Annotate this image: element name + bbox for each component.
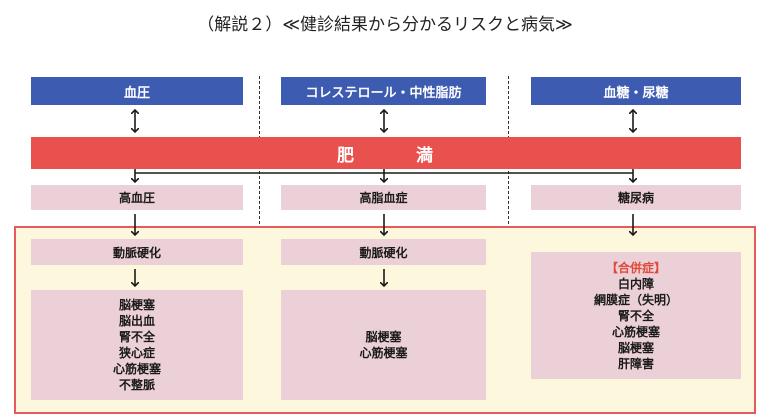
complications-header: 【合併症】 [605, 260, 666, 275]
outcomes-box-left: 脳梗塞 脳出血 腎不全 狭心症 心筋梗塞 不整脈 [31, 290, 243, 400]
blood-pressure-box: 血圧 [31, 77, 243, 105]
blood-sugar-box: 血糖・尿糖 [531, 77, 741, 105]
outcome-item: 心筋梗塞 [611, 324, 660, 339]
outcome-item: 脳梗塞 [118, 298, 155, 312]
obesity-char-1: 肥 [337, 145, 356, 166]
hypertension-box: 高血圧 [31, 185, 243, 210]
arteriosclerosis-box-middle: 動脈硬化 [281, 239, 486, 265]
outcome-item: 心筋梗塞 [359, 346, 408, 360]
complications-box-right: 【合併症】 白内障 網膜症（失明） 腎不全 心筋梗塞 脳梗塞 肝障害 [531, 252, 741, 379]
cholesterol-box: コレステロール・中性脂肪 [281, 77, 486, 105]
outcomes-box-middle: 脳梗塞 心筋梗塞 [281, 290, 486, 400]
page-title: （解説２）≪健診結果から分かるリスクと病気≫ [197, 15, 573, 35]
outcome-item: 腎不全 [617, 308, 654, 323]
outcome-item: 不整脈 [118, 378, 155, 392]
outcome-item: 心筋梗塞 [112, 362, 161, 376]
outcome-item: 肝障害 [617, 356, 654, 371]
outcome-item: 脳梗塞 [617, 340, 654, 355]
diabetes-box: 糖尿病 [531, 185, 741, 210]
outcome-item: 脳梗塞 [365, 330, 402, 344]
outcome-item: 白内障 [617, 276, 654, 291]
arteriosclerosis-box-left: 動脈硬化 [31, 239, 243, 265]
obesity-char-2: 満 [416, 145, 435, 166]
obesity-bar: 肥 満 [31, 137, 741, 169]
outcome-item: 狭心症 [118, 346, 155, 360]
outcome-item: 脳出血 [118, 314, 155, 328]
outcome-item: 腎不全 [118, 330, 155, 344]
dyslipidemia-box: 高脂血症 [281, 185, 486, 210]
outcome-item: 網膜症（失明） [593, 292, 678, 307]
